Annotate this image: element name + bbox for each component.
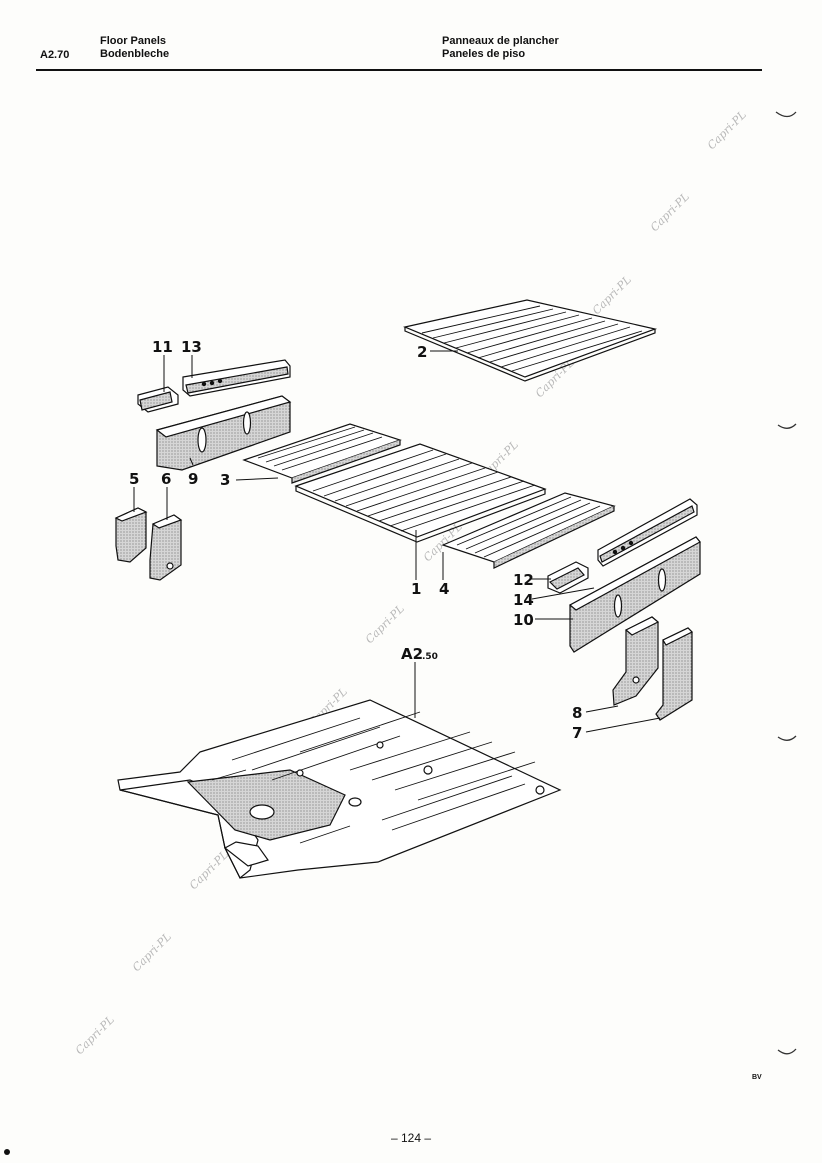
callout-8: 8 [572,704,582,722]
part-9-sill [155,395,292,471]
part-6-gusset [149,514,183,581]
title-french: Panneaux de plancher [442,35,559,47]
callout-7: 7 [572,724,582,742]
watermark-2: Capri-PL [648,190,692,234]
watermark-11: Capri-PL [130,930,174,974]
title-spanish: Paneles de piso [442,48,526,60]
part-4-panel [441,492,616,569]
leader-lines [133,350,661,733]
callout-13: 13 [181,338,202,356]
part-5-gusset [114,507,148,563]
part-3-panel [242,423,402,484]
part-10-sill [568,536,701,653]
part-14-rail [597,498,698,567]
title-fr-es: Panneaux de plancher Paneles de piso [442,35,559,61]
title-english: Floor Panels [100,35,167,47]
title-en-de: Floor Panels Bodenbleche [100,35,169,61]
callout-ref-sub: .50 [422,652,438,662]
callouts: 2 11 13 3 5 6 9 1 4 12 14 10 8 7 A2 .50 [129,338,582,742]
callout-11: 11 [152,338,173,356]
callout-3: 3 [220,471,230,489]
part-13-rail [182,359,291,397]
callout-6: 6 [161,470,171,488]
callout-1: 1 [411,580,421,598]
part-8-gusset [612,616,660,706]
header-rule [36,69,762,71]
watermark-12: Capri-PL [73,1013,117,1057]
callout-2: 2 [417,343,427,361]
edge-dot [4,1149,10,1155]
watermark-10: Capri-PL [187,848,231,892]
callout-10: 10 [513,611,534,629]
watermark-3: Capri-PL [590,273,634,317]
page-number: – 124 – [390,1131,432,1145]
corner-mark: BV [752,1074,762,1081]
part-11-bracket [137,386,179,413]
watermark-7: Capri-PL [363,602,407,646]
callout-14: 14 [513,591,534,609]
callout-12: 12 [513,571,534,589]
part-12-bracket [547,561,589,594]
callout-5: 5 [129,470,139,488]
part-1-panel [294,443,547,543]
part-2-panel [403,299,658,382]
floor-assembly-a250 [117,699,562,879]
section-code: A2.70 [40,49,70,61]
title-german: Bodenbleche [100,48,170,60]
part-7-gusset [655,627,694,721]
callout-4: 4 [439,580,449,598]
watermark-1: Capri-PL [705,108,749,152]
callout-9: 9 [188,470,198,488]
binder-marks [775,111,797,1055]
callout-ref-main: A2 [401,645,423,663]
